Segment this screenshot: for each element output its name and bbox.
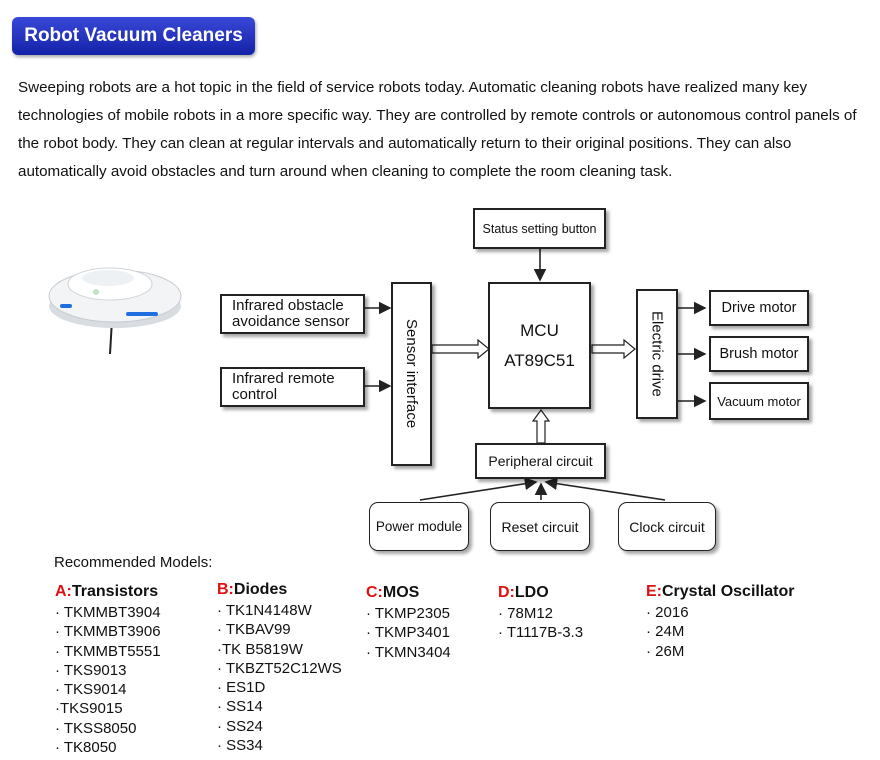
column-heading: C:MOS [366,583,451,603]
column-heading: D:LDO [498,583,583,603]
column-name: LDO [514,584,549,601]
electric-drive-block: Electric drive [636,289,678,419]
list-item: · SS34 [217,737,263,755]
model-column-mos: C:MOS · TKMP2305 · TKMP3401 · TKMN3404 [366,583,451,662]
column-letter: C: [366,584,383,601]
list-item: · SS14 [217,698,263,716]
status-setting-button-block: Status setting button [473,208,606,249]
list-item: · TK8050 [55,739,117,757]
list-item: ·TK B5819W [217,640,303,658]
list-item: · TKSS8050 [55,719,137,737]
list-item: · 2016 [646,604,689,621]
sensor-interface-label: Sensor interface [403,319,420,429]
list-item: · 26M [646,642,685,660]
drive-motor-block: Drive motor [709,290,809,326]
list-item: · ES1D [217,679,266,697]
list-item: · TKBZT52C12WS [217,659,342,677]
vacuum-motor-block: Vacuum motor [709,382,809,420]
column-heading: A:Transistors [55,582,161,602]
list-item: · TKMP2305 [366,605,450,622]
column-name: MOS [382,584,420,601]
intro-paragraph: Sweeping robots are a hot topic in the f… [18,79,857,180]
model-column-transistors: A:Transistors · TKMMBT3904 · TKMMBT3906 … [55,582,161,757]
list-item: · TKMN3404 [366,643,451,661]
list-item: · T1117B-3.3 [498,624,584,642]
robot-vacuum-image [48,267,182,355]
column-name: Diodes [233,581,288,598]
mcu-model-label: AT89C51 [504,350,575,370]
ir-obstacle-label-1: Infrared obstacle [232,297,344,314]
list-item: · TKMMBT5551 [55,642,161,660]
column-letter: D: [498,584,515,601]
model-column-ldo: D:LDO · 78M12 · T1117B-3.3 [498,583,583,643]
column-heading: E:Crystal Oscillator [646,582,795,602]
ir-remote-label-1: Infrared remote [232,370,335,387]
page-title-badge: Robot Vacuum Cleaners [12,17,255,55]
peripheral-circuit-block: Peripheral circuit [475,443,606,479]
list-item: · TKS9014 [55,681,127,699]
brush-motor-block: Brush motor [709,336,809,372]
recommended-models-heading: Recommended Models: [54,554,213,571]
list-item: ·TKS9015 [55,700,123,718]
mcu-block: MCU AT89C51 [488,282,591,409]
list-item: · TKBAV99 [217,621,291,639]
column-letter: B: [217,581,234,598]
model-column-crystal-oscillator: E:Crystal Oscillator · 2016 · 24M · 26M [646,582,795,661]
list-item: · 78M12 [498,605,554,622]
electric-drive-label: Electric drive [648,311,666,397]
reset-circuit-block: Reset circuit [490,502,590,551]
list-item: · SS24 [217,717,263,735]
model-column-diodes: B:Diodes · TK1N4148W · TKBAV99 ·TK B5819… [217,580,342,755]
power-module-block: Power module [369,502,469,551]
list-item: · TKMMBT3906 [55,623,161,641]
column-heading: B:Diodes [217,580,342,600]
list-item: · TKS9013 [55,661,127,679]
clock-circuit-block: Clock circuit [618,502,716,551]
mcu-label: MCU [520,320,559,340]
column-letter: E: [646,583,662,600]
list-item: · TK1N4148W [217,602,312,619]
column-name: Crystal Oscillator [662,583,795,600]
ir-remote-label-2: control [232,386,278,403]
ir-obstacle-label-2: avoidance sensor [232,313,350,330]
list-item: · TKMMBT3904 [55,604,161,621]
list-item: · 24M [646,623,685,641]
list-item: · TKMP3401 [366,624,450,642]
column-name: Transistors [71,583,159,600]
sensor-interface-block: Sensor interface [391,282,432,466]
column-letter: A: [55,583,72,600]
